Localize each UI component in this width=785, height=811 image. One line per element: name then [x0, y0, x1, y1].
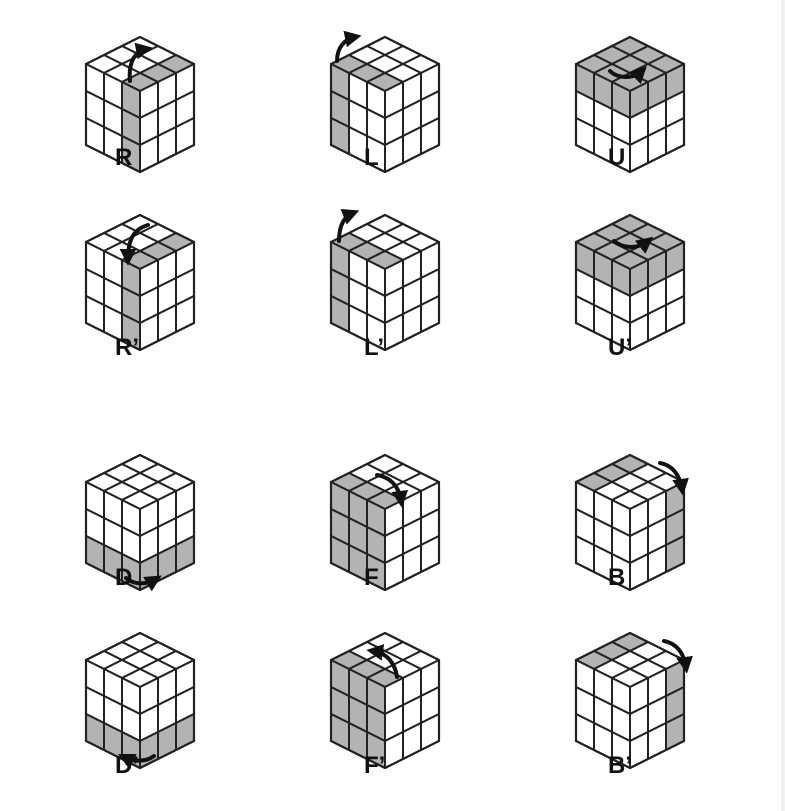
cube-outline: [574, 35, 686, 174]
move-label: F: [364, 564, 379, 591]
move-diagram: F: [329, 453, 441, 592]
curved-arrow-icon: [127, 42, 153, 83]
curved-arrow-icon: [366, 644, 399, 679]
curved-arrow-icon: [608, 66, 647, 85]
move-label: D’: [115, 752, 139, 779]
curved-arrow-icon: [335, 30, 362, 63]
move-label: U’: [608, 334, 632, 361]
move-label: R: [115, 144, 132, 171]
curved-arrow-icon: [375, 473, 409, 508]
move-label: B’: [608, 752, 632, 779]
move-diagram: B’: [574, 631, 693, 779]
move-diagram: D: [84, 453, 196, 592]
move-diagram: R: [84, 35, 196, 174]
move-label: L’: [364, 334, 384, 361]
move-label: L: [364, 144, 379, 171]
cube-outline: [574, 213, 686, 352]
curved-arrow-icon: [337, 208, 360, 243]
move-diagram: D’: [84, 631, 196, 779]
move-diagram: L: [329, 30, 441, 174]
move-diagram: U’: [574, 213, 686, 361]
cube-outline: [329, 35, 441, 174]
cube-outline: [329, 453, 441, 592]
curved-arrow-icon: [658, 461, 689, 496]
move-diagram: F’: [329, 631, 441, 779]
cube-outline: [84, 453, 196, 592]
curved-arrow-icon: [119, 223, 150, 266]
move-label: B: [608, 564, 625, 591]
move-diagram: B: [574, 453, 689, 592]
curved-arrow-icon: [124, 575, 162, 592]
move-diagram: R’: [84, 213, 196, 361]
curved-arrow-icon: [117, 753, 156, 770]
move-label: R’: [115, 334, 139, 361]
move-label: F’: [364, 752, 385, 779]
cube-outline: [84, 631, 196, 770]
curved-arrow-icon: [612, 236, 654, 254]
move-label: D: [115, 564, 132, 591]
move-label: U: [608, 144, 625, 171]
right-edge-divider: [781, 0, 785, 811]
cube-outline: [329, 631, 441, 770]
move-diagram: L’: [329, 208, 441, 361]
curved-arrow-icon: [662, 639, 693, 674]
cube-outline: [329, 213, 441, 352]
cube-outline: [84, 213, 196, 352]
cube-outline: [84, 35, 196, 174]
move-diagram: U: [574, 35, 686, 174]
